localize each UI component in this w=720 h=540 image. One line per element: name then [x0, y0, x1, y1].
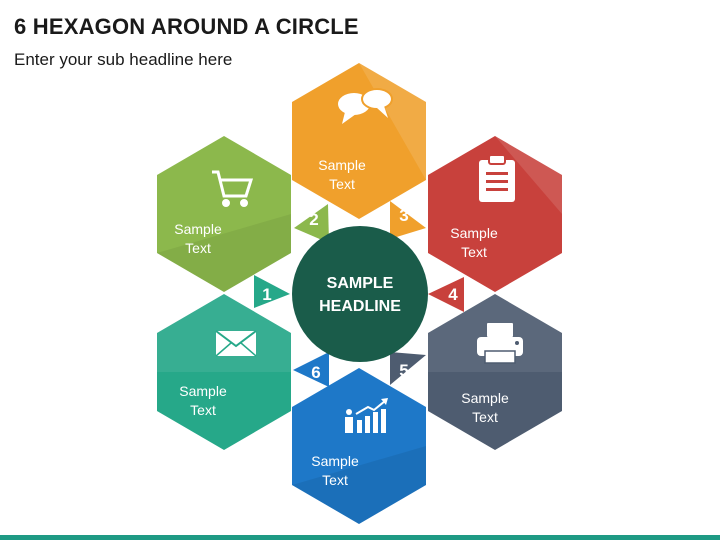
hexagon-6-label-line2: Text — [322, 472, 348, 488]
number-6: 6 — [311, 363, 320, 382]
hexagon-4-label-line1: Sample — [450, 225, 498, 241]
hexagon-6-shade — [292, 446, 426, 524]
hexagon-4-label-line2: Text — [461, 244, 487, 260]
hexagon-5-shape — [428, 294, 562, 450]
center-headline-line2: HEADLINE — [319, 298, 401, 315]
hexagon-2-label-line2: Text — [185, 240, 211, 256]
pointer-5 — [390, 352, 426, 385]
bottom-accent-bar — [0, 535, 720, 540]
hexagon-3: Sample Text — [292, 63, 426, 219]
hexagon-4-shape — [428, 136, 562, 292]
number-2: 2 — [309, 210, 318, 229]
number-3: 3 — [399, 206, 408, 225]
growth-chart-icon — [345, 398, 388, 433]
hexagon-1: Sample Text — [157, 294, 291, 450]
pointer-2 — [294, 204, 329, 243]
hexagon-5-label-line1: Sample — [461, 390, 509, 406]
hexagon-2: Sample Text — [157, 136, 291, 292]
hexagon-3-shape — [292, 63, 426, 219]
hexagon-6-label-line1: Sample — [311, 453, 359, 469]
hexagon-5-label-line2: Text — [472, 409, 498, 425]
hexagon-5: Sample Text — [428, 294, 562, 450]
hexagon-4: Sample Text — [428, 136, 562, 292]
hexagon-3-label-line1: Sample — [318, 157, 366, 173]
pointer-4 — [428, 277, 464, 312]
hexagon-1-label-line2: Text — [190, 402, 216, 418]
printer-icon — [477, 323, 523, 364]
mail-icon — [215, 330, 257, 357]
hexagon-1-shape — [157, 294, 291, 450]
hexagon-2-shape — [157, 136, 291, 292]
hexagon-3-label-line2: Text — [329, 176, 355, 192]
hexagon-1-label-line1: Sample — [179, 383, 227, 399]
hexagon-2-shade — [157, 214, 291, 292]
pointer-6 — [293, 352, 329, 387]
pointer-3 — [390, 201, 426, 239]
page-title: 6 HEXAGON AROUND A CIRCLE — [14, 14, 359, 39]
chat-bubbles-icon — [338, 88, 393, 124]
pointer-1 — [254, 275, 290, 308]
page-subtitle: Enter your sub headline here — [14, 50, 233, 69]
hexagon-6: Sample Text — [292, 368, 426, 524]
number-5: 5 — [399, 361, 408, 380]
clipboard-icon — [479, 154, 515, 202]
center-headline-line1: SAMPLE — [327, 275, 394, 292]
center-circle — [292, 226, 428, 362]
shopping-cart-icon — [212, 170, 254, 207]
hexagon-6-shape — [292, 368, 426, 524]
number-4: 4 — [448, 285, 458, 304]
number-1: 1 — [262, 285, 271, 304]
hexagon-2-label-line1: Sample — [174, 221, 222, 237]
hexagon-4-shade — [495, 136, 562, 214]
